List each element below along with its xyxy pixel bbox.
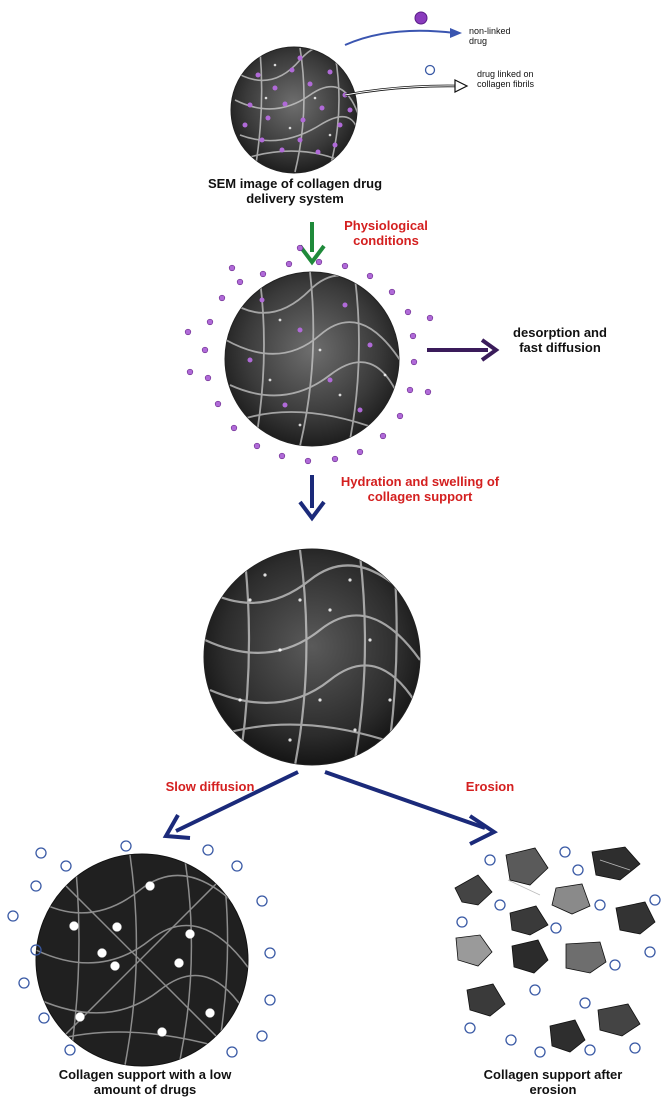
caption-erosion: Erosion bbox=[465, 779, 515, 794]
legend-non-linked-label: non-linked drug bbox=[469, 26, 511, 46]
erosion-arrow bbox=[324, 770, 498, 846]
legend-linked-label: drug linked on collagen fibrils bbox=[477, 69, 535, 89]
caption-slow-diffusion: Slow diffusion bbox=[165, 779, 255, 794]
remaining-drugs bbox=[69, 881, 215, 1037]
non-linked-drug-icon bbox=[414, 11, 428, 25]
caption-low-amount: Collagen support with a low amount of dr… bbox=[58, 1067, 232, 1097]
legend bbox=[344, 11, 469, 97]
sem-image-swollen bbox=[203, 548, 421, 766]
hydration-arrow bbox=[298, 475, 326, 522]
sem-image-top bbox=[230, 46, 358, 174]
released-drugs bbox=[184, 244, 434, 465]
caption-after-erosion: Collagen support after erosion bbox=[483, 1067, 623, 1097]
desorption-arrow bbox=[427, 338, 500, 362]
sem-image-desorption bbox=[184, 244, 434, 465]
released-linked-drugs-left bbox=[7, 840, 276, 1058]
eroded-fragments bbox=[454, 846, 656, 1053]
linked-drug-icon bbox=[424, 64, 436, 76]
released-linked-drugs-right bbox=[456, 846, 661, 1058]
caption-physiological: Physiological conditions bbox=[344, 218, 428, 248]
sem-image-low-drugs bbox=[35, 853, 249, 1067]
caption-hydration: Hydration and swelling of collagen suppo… bbox=[340, 474, 500, 504]
caption-desorption: desorption and fast diffusion bbox=[513, 325, 607, 355]
slow-diffusion-arrow bbox=[162, 770, 299, 840]
caption-sem-image: SEM image of collagen drug delivery syst… bbox=[207, 176, 383, 206]
legend-arrow-nonlinked bbox=[344, 29, 456, 46]
green-down-arrow bbox=[298, 222, 326, 266]
